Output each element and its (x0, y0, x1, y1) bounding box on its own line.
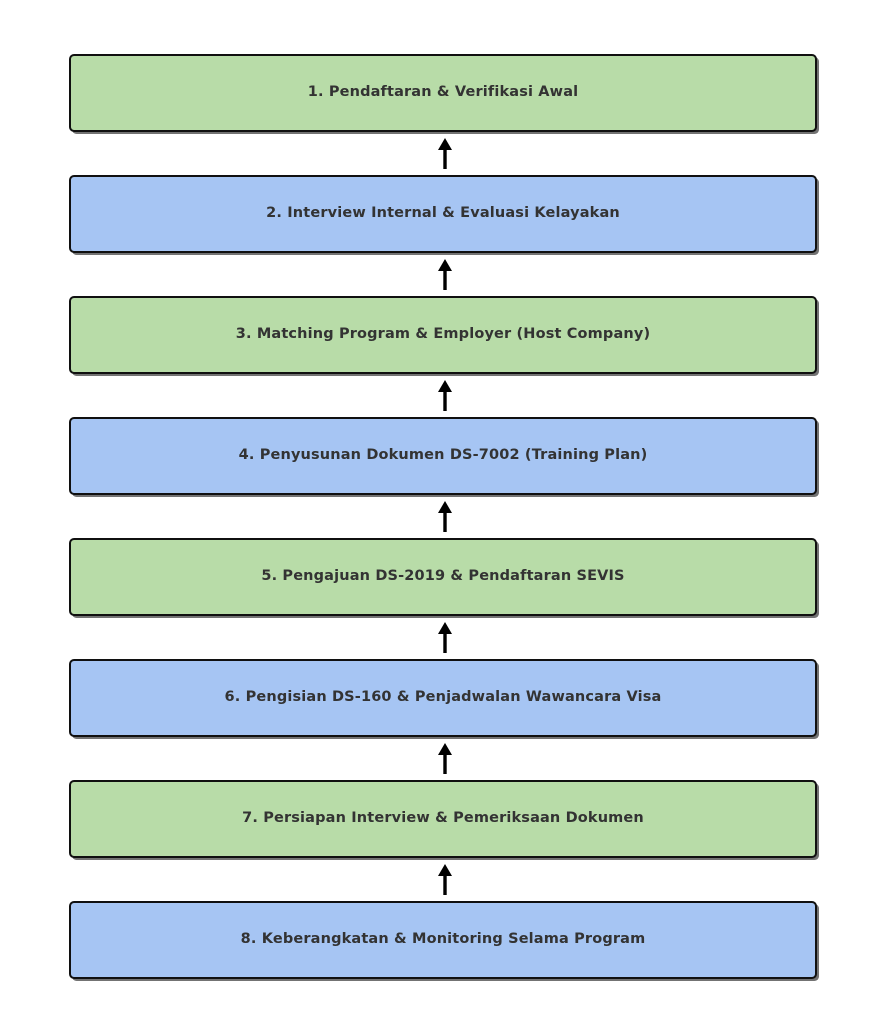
flowchart-node-4[interactable]: 4. Penyusunan Dokumen DS-7002 (Training … (69, 417, 817, 495)
flowchart-node-7[interactable]: 7. Persiapan Interview & Pemeriksaan Dok… (69, 780, 817, 858)
flowchart-node-3[interactable]: 3. Matching Program & Employer (Host Com… (69, 296, 817, 374)
flow-row: 5. Pengajuan DS-2019 & Pendaftaran SEVIS (69, 538, 817, 616)
arrow-up-icon (438, 501, 452, 532)
flow-row: 6. Pengisian DS-160 & Penjadwalan Wawanc… (69, 659, 817, 737)
flowchart-node-2-label: 2. Interview Internal & Evaluasi Kelayak… (266, 205, 620, 222)
flowchart-connector-4-to-3 (69, 374, 817, 417)
flow-row: 2. Interview Internal & Evaluasi Kelayak… (69, 175, 817, 253)
flowchart-connector-2-to-1 (69, 132, 817, 175)
flowchart-node-5[interactable]: 5. Pengajuan DS-2019 & Pendaftaran SEVIS (69, 538, 817, 616)
flow-row: 1. Pendaftaran & Verifikasi Awal (69, 54, 817, 132)
flowchart-node-8-label: 8. Keberangkatan & Monitoring Selama Pro… (240, 931, 646, 948)
flowchart-node-3-label: 3. Matching Program & Employer (Host Com… (235, 326, 651, 343)
flowchart-connector-6-to-5 (69, 616, 817, 659)
flow-row: 8. Keberangkatan & Monitoring Selama Pro… (69, 901, 817, 979)
flowchart-connector-5-to-4 (69, 495, 817, 538)
arrow-up-icon (438, 138, 452, 169)
flowchart-node-2[interactable]: 2. Interview Internal & Evaluasi Kelayak… (69, 175, 817, 253)
arrow-up-icon (438, 864, 452, 895)
flowchart-node-5-label: 5. Pengajuan DS-2019 & Pendaftaran SEVIS (261, 568, 625, 585)
flow-row: 4. Penyusunan Dokumen DS-7002 (Training … (69, 417, 817, 495)
flowchart-connector-7-to-6 (69, 737, 817, 780)
arrow-up-icon (438, 259, 452, 290)
flowchart-node-4-label: 4. Penyusunan Dokumen DS-7002 (Training … (238, 447, 648, 464)
flowchart-node-6[interactable]: 6. Pengisian DS-160 & Penjadwalan Wawanc… (69, 659, 817, 737)
flow-row: 7. Persiapan Interview & Pemeriksaan Dok… (69, 780, 817, 858)
flowchart-node-6-label: 6. Pengisian DS-160 & Penjadwalan Wawanc… (224, 689, 662, 706)
flowchart-node-7-label: 7. Persiapan Interview & Pemeriksaan Dok… (242, 810, 644, 827)
arrow-up-icon (438, 743, 452, 774)
arrow-up-icon (438, 380, 452, 411)
flowchart-connector-3-to-2 (69, 253, 817, 296)
flowchart-node-8[interactable]: 8. Keberangkatan & Monitoring Selama Pro… (69, 901, 817, 979)
flowchart-connector-8-to-7 (69, 858, 817, 901)
flowchart-node-1[interactable]: 1. Pendaftaran & Verifikasi Awal (69, 54, 817, 132)
flow-row: 3. Matching Program & Employer (Host Com… (69, 296, 817, 374)
flowchart-node-1-label: 1. Pendaftaran & Verifikasi Awal (307, 84, 579, 101)
arrow-up-icon (438, 622, 452, 653)
